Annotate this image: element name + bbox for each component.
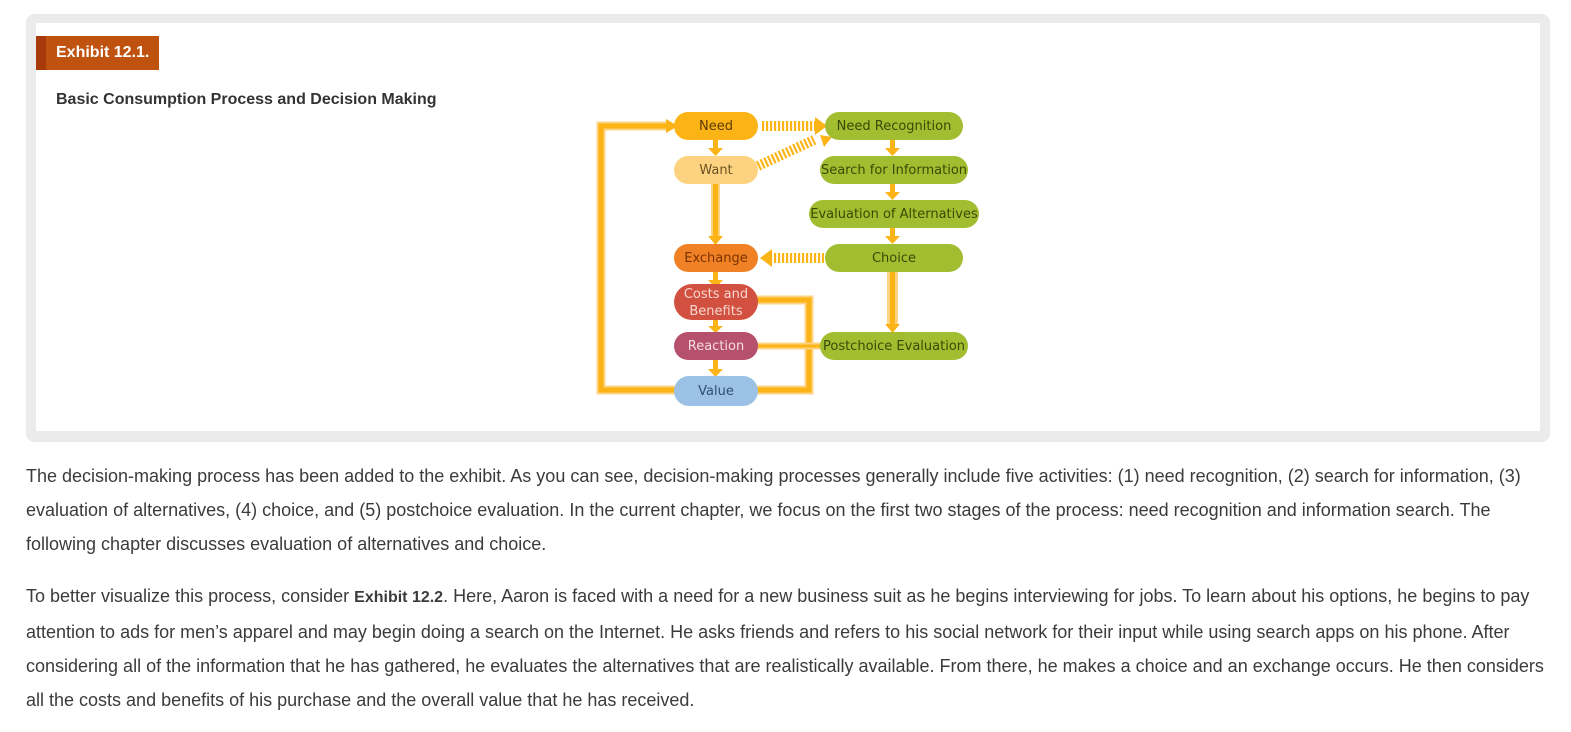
svg-text:Exchange: Exchange [684,251,748,266]
node-exchange: Exchange [674,244,758,272]
decision-flow-arrows [885,139,900,333]
svg-text:Value: Value [698,384,734,399]
node-postchoice-evaluation: Postchoice Evaluation [820,332,968,360]
body-paragraph-1: The decision-making process has been add… [26,466,1521,554]
svg-text:Choice: Choice [872,251,916,266]
paragraph-2-rest: . Here, Aaron is faced with a need for a… [26,586,1544,710]
exhibit-panel: Exhibit 12.1. Basic Consumption Process … [36,23,1540,431]
feedback-loop-arrow [596,119,678,395]
node-choice: Choice [825,244,963,272]
body-paragraph-2: To better visualize this process, consid… [26,579,1546,717]
exhibit-frame: Exhibit 12.1. Basic Consumption Process … [26,14,1550,442]
svg-text:Postchoice Evaluation: Postchoice Evaluation [823,339,965,354]
exhibit-title: Basic Consumption Process and Decision M… [56,91,437,108]
node-need-recognition: Need Recognition [825,112,963,140]
svg-text:Evaluation of Alternatives: Evaluation of Alternatives [810,207,978,222]
svg-text:Search for Information: Search for Information [821,163,967,178]
consumption-process-diagram: Need Want Exchange Costs and Benefits Re… [586,108,986,408]
node-want: Want [674,156,758,184]
node-reaction: Reaction [674,332,758,360]
node-search-for-information: Search for Information [820,156,968,184]
svg-text:Want: Want [699,163,732,178]
node-need: Need [674,112,758,140]
svg-text:Benefits: Benefits [689,304,742,319]
dashed-connectors [755,117,832,267]
svg-text:Need: Need [699,119,733,134]
svg-text:Reaction: Reaction [688,339,744,354]
node-evaluation-of-alternatives: Evaluation of Alternatives [809,200,979,228]
postchoice-link-arrows [754,295,822,395]
node-costs-and-benefits: Costs and Benefits [674,284,758,320]
exhibit-label: Exhibit 12.1. [36,36,160,70]
node-value: Value [674,376,758,406]
exhibit-reference: Exhibit 12.2 [354,589,444,606]
paragraph-2-intro: To better visualize this process, consid… [26,586,355,606]
svg-text:Costs and: Costs and [684,287,748,302]
svg-text:Need Recognition: Need Recognition [837,119,952,134]
consumption-flow-arrows [708,139,723,377]
